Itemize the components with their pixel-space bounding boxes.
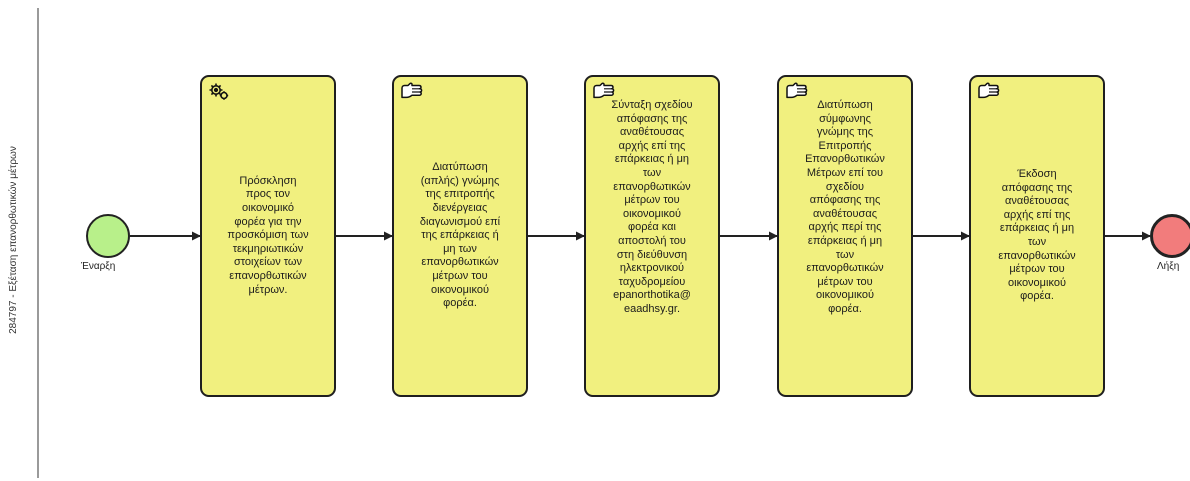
- text-line: Διατύπωση: [432, 161, 488, 174]
- text-line: αρχής επί της: [618, 139, 686, 152]
- text-line: οικονομικού: [623, 207, 681, 220]
- text-line: μέτρων του: [817, 275, 873, 288]
- text-line: αρχής περί της: [808, 221, 882, 234]
- text-line: απόφασης της: [616, 112, 688, 125]
- text-line: τεκμηριωτικών: [232, 242, 304, 255]
- text-line: των: [835, 248, 855, 261]
- text-line: φορέα και: [627, 221, 676, 234]
- text-line: επάρκειας ή μη: [999, 222, 1075, 235]
- hand-icon: [401, 82, 423, 99]
- text-line: επανορθωτικών: [229, 269, 307, 282]
- text-line: Μέτρων επί του: [806, 166, 884, 179]
- text-line: Επανορθωτικών: [805, 153, 885, 166]
- text-line: αναθέτουσας: [619, 126, 684, 139]
- hand-icon: [593, 82, 615, 99]
- text-line: (απλής) γνώμης: [420, 174, 500, 187]
- text-line: φορέα για την: [234, 215, 302, 228]
- text-line: Διατύπωση: [817, 99, 873, 111]
- task-committee-opinion[interactable]: Διατύπωση (απλής) γνώμης της επιτροπής δ…: [392, 75, 528, 397]
- text-line: οικονομικού: [1008, 276, 1066, 289]
- text-line: οικονομικό: [242, 202, 294, 215]
- task-invite-economic-operator[interactable]: Πρόσκληση προς τον οικονομικό φορέα για …: [200, 75, 336, 397]
- text-line: των: [1027, 236, 1047, 248]
- text-line: επάρκειας ή μη: [614, 153, 690, 166]
- text-line: φορέα.: [443, 297, 477, 310]
- text-line: σύμφωνης: [819, 112, 871, 125]
- task-3-text: Σύνταξη σχεδίου απόφασης της αναθέτουσας…: [592, 77, 712, 395]
- text-line: διενέργειας: [432, 202, 488, 215]
- text-line: στη διεύθυνση: [616, 248, 688, 261]
- task-remedial-committee-opinion[interactable]: Διατύπωση σύμφωνης γνώμης της Επιτροπής …: [777, 75, 913, 397]
- gear-icon: [209, 83, 229, 100]
- end-event-label: Λήξη: [1157, 261, 1180, 272]
- text-line: Επιτροπής: [818, 139, 872, 152]
- text-line: των: [642, 166, 662, 179]
- text-line: διαγωνισμού επί: [419, 215, 501, 228]
- text-line: οικονομικού: [816, 289, 874, 302]
- text-line: αναθέτουσας: [1004, 195, 1069, 208]
- text-line: απόφασης της: [809, 194, 881, 207]
- text-line: φορέα.: [1020, 290, 1054, 303]
- text-line: οικονομικού: [431, 283, 489, 296]
- text-line: Πρόσκληση: [239, 174, 297, 187]
- task-2-text: Διατύπωση (απλής) γνώμης της επιτροπής δ…: [400, 77, 520, 395]
- text-line: στοιχείων των: [233, 256, 303, 269]
- text-line: ηλεκτρονικού: [619, 262, 685, 275]
- hand-icon: [786, 82, 808, 99]
- text-line: σχεδίου: [825, 180, 865, 193]
- text-line: αναθέτουσας: [812, 207, 877, 220]
- text-line: μη των: [443, 242, 477, 255]
- text-line: eaadhsy.gr.: [623, 302, 681, 315]
- task-5-text: Έκδοση απόφασης της αναθέτουσας αρχής επ…: [977, 77, 1097, 395]
- text-line: Σύνταξη σχεδίου: [611, 99, 693, 111]
- text-line: μέτρων του: [432, 269, 488, 282]
- text-line: προς τον: [245, 188, 291, 201]
- text-line: Έκδοση: [1017, 168, 1057, 181]
- task-1-text: Πρόσκληση προς τον οικονομικό φορέα για …: [208, 77, 328, 395]
- text-line: απόφασης της: [1001, 181, 1073, 194]
- text-line: γνώμης της: [816, 126, 874, 139]
- start-event-label: Έναρξη: [81, 261, 116, 272]
- text-line: της επάρκειας ή: [421, 229, 499, 242]
- text-line: επανορθωτικών: [421, 256, 499, 269]
- text-line: επανορθωτικών: [613, 180, 691, 193]
- text-line: επανορθωτικών: [998, 249, 1076, 262]
- task-draft-decision[interactable]: Σύνταξη σχεδίου απόφασης της αναθέτουσας…: [584, 75, 720, 397]
- text-line: επάρκειας ή μη: [807, 234, 883, 247]
- text-line: μέτρων.: [248, 283, 288, 296]
- text-line: ταχυδρομείου: [618, 275, 686, 288]
- text-line: μέτρων του: [624, 194, 680, 207]
- text-line: αποστολή του: [618, 234, 686, 247]
- text-line: της επιτροπής: [425, 188, 495, 201]
- lane-divider: [37, 8, 39, 478]
- text-line: προσκόμιση των: [227, 229, 309, 242]
- text-line: αρχής επί της: [1003, 208, 1071, 221]
- task-4-text: Διατύπωση σύμφωνης γνώμης της Επιτροπής …: [785, 77, 905, 395]
- text-line: epanorthotika@: [613, 289, 691, 302]
- text-line: επανορθωτικών: [806, 262, 884, 275]
- hand-icon: [978, 82, 1000, 99]
- start-event[interactable]: [86, 214, 130, 258]
- end-event[interactable]: [1150, 214, 1190, 258]
- text-line: μέτρων του: [1009, 263, 1065, 276]
- text-line: φορέα.: [828, 302, 862, 315]
- task-issue-decision[interactable]: Έκδοση απόφασης της αναθέτουσας αρχής επ…: [969, 75, 1105, 397]
